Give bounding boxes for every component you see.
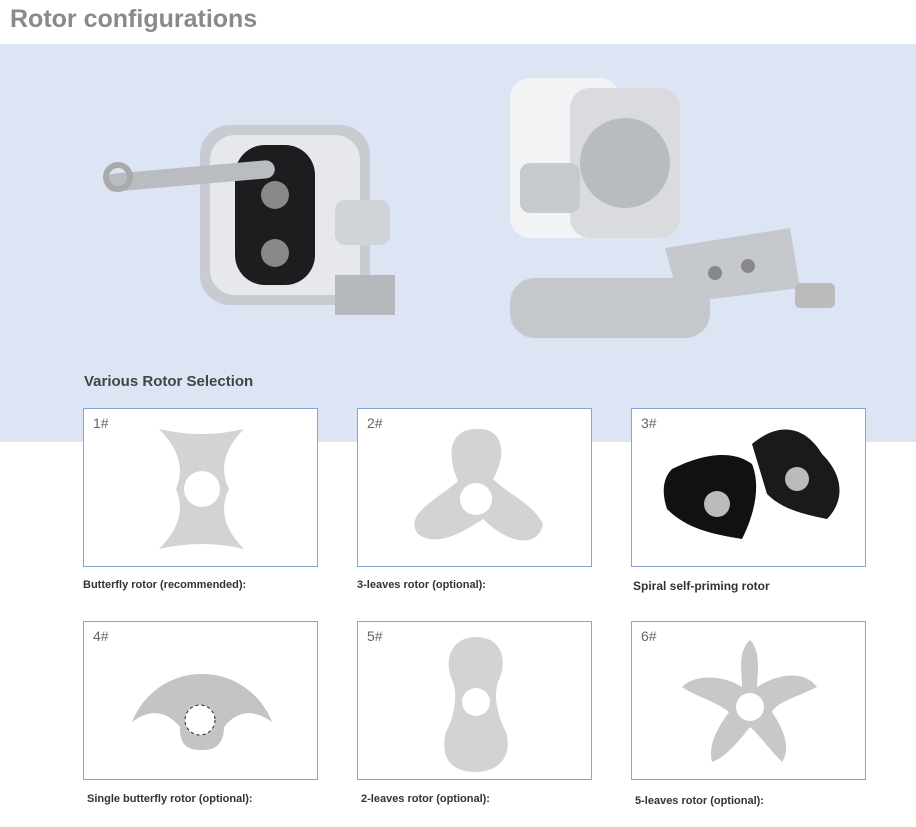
exploded-pump-image (510, 78, 835, 338)
rotor-caption: Single butterfly rotor (optional): (87, 793, 253, 805)
five-leaves-rotor-image (682, 640, 817, 762)
rotor-caption: Butterfly rotor (recommended): (83, 579, 247, 591)
rotor-number: 4# (93, 628, 109, 644)
rotor-card-4: 4# (83, 621, 318, 780)
rotor-number: 6# (641, 628, 657, 644)
spiral-rotor-image (663, 429, 840, 539)
rotor-card-2: 2# (357, 408, 592, 567)
rotor-caption: Spiral self-priming rotor (633, 579, 770, 593)
assembled-pump-image (103, 125, 395, 315)
page-title: Rotor configurations (10, 5, 258, 33)
butterfly-rotor-image (159, 429, 244, 549)
rotor-number: 2# (367, 415, 383, 431)
rotor-card-1: 1# (83, 408, 318, 567)
rotor-number: 3# (641, 415, 657, 431)
rotor-caption: 2-leaves rotor (optional): (361, 793, 490, 805)
rotor-card-6: 6# (631, 621, 866, 780)
two-leaves-rotor-image (444, 637, 508, 772)
rotor-card-3: 3# (631, 408, 866, 567)
rotor-number: 1# (93, 415, 109, 431)
rotor-number: 5# (367, 628, 383, 644)
section-title: Various Rotor Selection (84, 373, 254, 390)
rotor-card-5: 5# (357, 621, 592, 780)
rotor-caption: 3-leaves rotor (optional): (357, 579, 486, 591)
three-leaves-rotor-image (414, 428, 543, 541)
single-butterfly-rotor-image (132, 673, 272, 751)
rotor-caption: 5-leaves rotor (optional): (635, 795, 764, 807)
